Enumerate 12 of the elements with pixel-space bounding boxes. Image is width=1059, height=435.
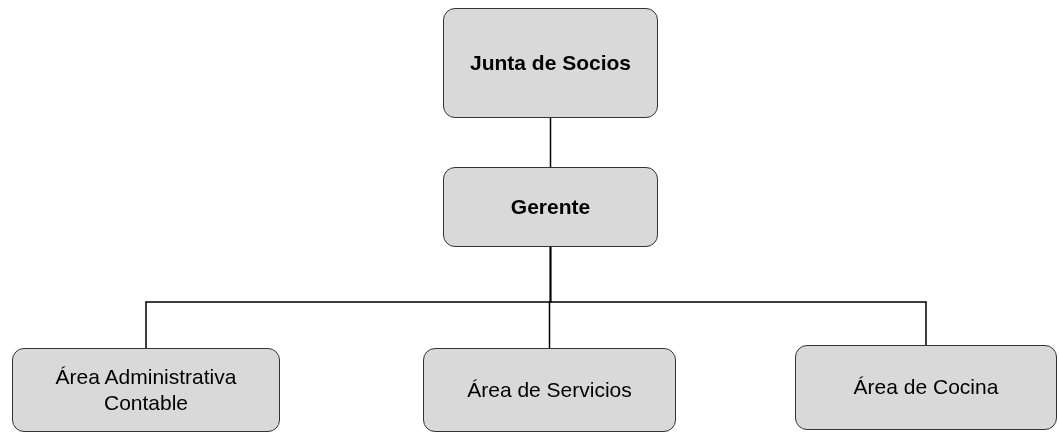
box-label: Área de Servicios [467,376,632,403]
connector-line [549,246,927,346]
org-box [443,8,658,118]
org-box [443,167,658,247]
box-label: Junta de Socios [469,49,631,76]
org-box [423,348,676,432]
box-label: Gerente [510,193,591,220]
box-label: Área de Cocina [853,374,999,401]
org-box [795,345,1057,430]
box-label: Área Administrativa Contable [54,363,238,416]
connector-line [549,117,552,168]
org-box [12,348,280,432]
